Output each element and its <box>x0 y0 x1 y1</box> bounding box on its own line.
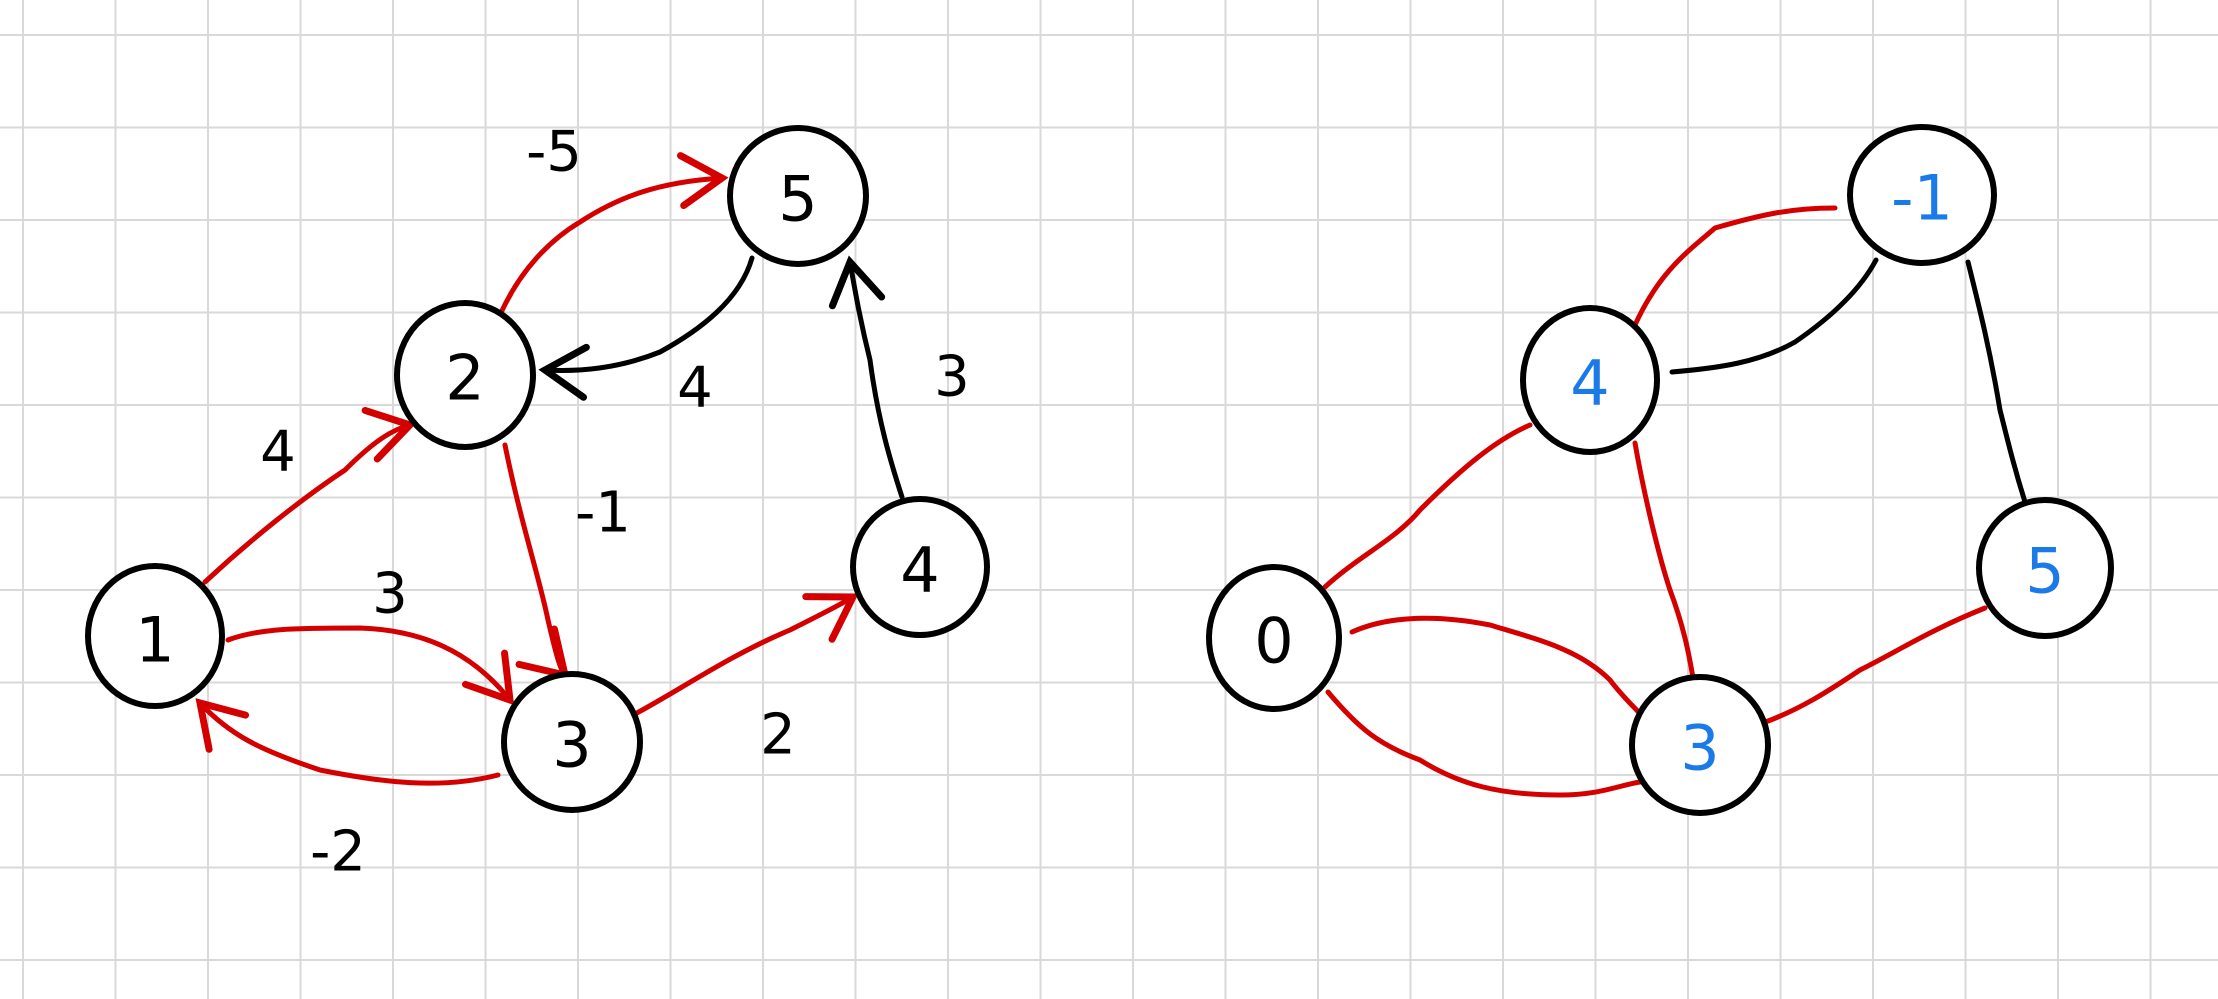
node-r-5-label: 5 <box>2025 535 2064 608</box>
node-r-5: 5 <box>1976 497 2114 639</box>
edge-2-5 <box>497 152 729 318</box>
edge-r-4-m1-top <box>1632 205 1838 328</box>
weight-3-1: -2 <box>310 820 366 885</box>
edge-r-0-3-upper <box>1349 615 1648 723</box>
weight-1-2: 4 <box>260 420 296 485</box>
edge-3-1 <box>195 698 501 786</box>
edge-1-2 <box>202 406 417 585</box>
weight-4-5: 3 <box>934 345 970 410</box>
weight-3-4: 2 <box>760 703 796 768</box>
node-4: 4 <box>850 496 990 638</box>
node-r-4-label: 4 <box>1570 347 1609 420</box>
edge-5-2 <box>538 255 755 401</box>
node-r-0: 0 <box>1206 564 1342 712</box>
edge-r-m1-5 <box>1965 259 2028 505</box>
node-r-3: 3 <box>1629 674 1771 816</box>
node-3-label: 3 <box>552 709 591 782</box>
weight-2-5: -5 <box>526 120 582 185</box>
edge-r-0-3-lower <box>1325 689 1643 798</box>
node-r-0-label: 0 <box>1254 605 1293 678</box>
weight-2-3: -1 <box>575 481 631 546</box>
node-2: 2 <box>394 300 536 450</box>
node-3: 3 <box>501 671 643 813</box>
node-5: 5 <box>727 125 869 267</box>
node-1-label: 1 <box>135 604 174 677</box>
edge-1-3 <box>225 625 515 706</box>
node-r-m1: -1 <box>1847 124 1997 266</box>
edge-4-5 <box>828 255 905 500</box>
node-r-m1-label: -1 <box>1891 162 1953 235</box>
weight-5-2: 4 <box>677 356 713 421</box>
node-2-label: 2 <box>445 342 484 415</box>
edge-r-0-4 <box>1322 422 1533 590</box>
left-graph-nodes: 1 2 3 4 5 <box>85 125 990 813</box>
node-4-label: 4 <box>900 534 939 607</box>
edge-r-3-5 <box>1757 605 1988 727</box>
edge-2-3 <box>502 442 570 680</box>
right-graph-nodes: 0 4 3 5 -1 <box>1206 124 2114 816</box>
left-graph-weights: 4 3 -2 -1 -5 4 2 3 <box>260 120 970 885</box>
edge-r-4-3 <box>1632 440 1696 681</box>
edge-r-4-m1-bottom <box>1669 257 1879 375</box>
node-1: 1 <box>85 563 225 709</box>
edge-3-4 <box>632 593 859 717</box>
node-r-4: 4 <box>1520 305 1660 455</box>
node-5-label: 5 <box>778 163 817 236</box>
left-graph <box>195 152 905 786</box>
right-graph <box>1322 205 2028 798</box>
node-r-3-label: 3 <box>1680 712 1719 785</box>
weight-1-3: 3 <box>372 562 408 627</box>
